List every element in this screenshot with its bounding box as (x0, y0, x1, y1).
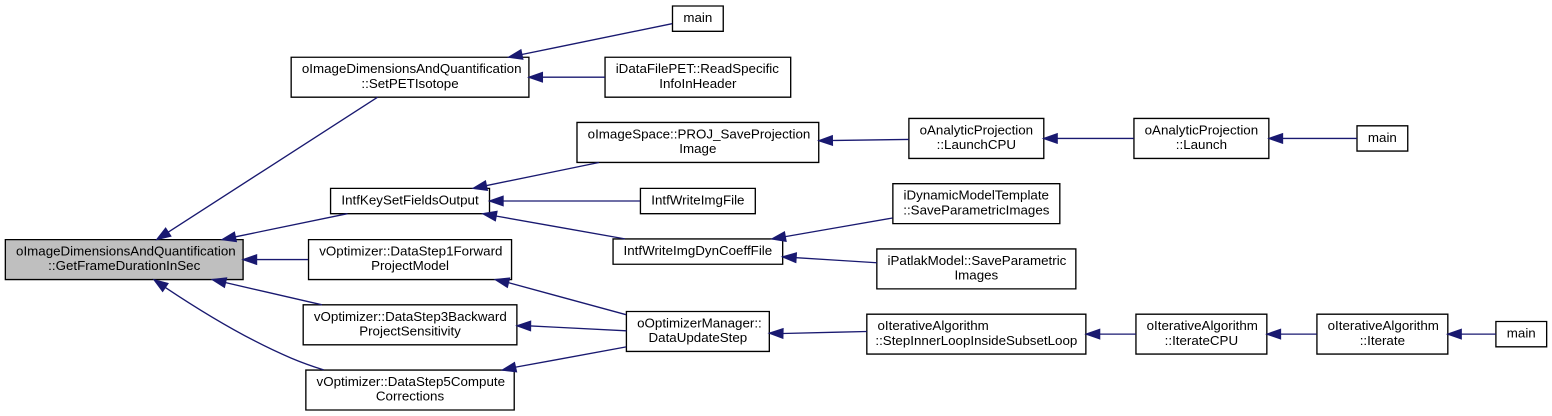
svg-text:oImageSpace::PROJ_SaveProjecti: oImageSpace::PROJ_SaveProjection (588, 126, 811, 141)
svg-text:oAnalyticProjection: oAnalyticProjection (1145, 122, 1259, 137)
svg-text:vOptimizer::DataStep3Backward: vOptimizer::DataStep3Backward (314, 309, 507, 324)
svg-text:iPatlakModel::SaveParametric: iPatlakModel::SaveParametric (888, 253, 1067, 268)
svg-text:main: main (1368, 130, 1397, 145)
svg-text:vOptimizer::DataStep5Compute: vOptimizer::DataStep5Compute (317, 374, 505, 389)
svg-text:::GetFrameDurationInSec: ::GetFrameDurationInSec (48, 258, 200, 273)
svg-text:::SetPETIsotope: ::SetPETIsotope (361, 76, 458, 91)
svg-text:iDynamicModelTemplate: iDynamicModelTemplate (904, 188, 1049, 203)
svg-text:::Launch: ::Launch (1176, 137, 1227, 152)
svg-text:Images: Images (954, 268, 998, 283)
svg-text:oImageDimensionsAndQuantificat: oImageDimensionsAndQuantification (16, 244, 236, 259)
svg-text:oImageDimensionsAndQuantificat: oImageDimensionsAndQuantification (302, 61, 522, 76)
svg-text:IntfWriteImgFile: IntfWriteImgFile (651, 192, 744, 207)
svg-text:IntfKeySetFieldsOutput: IntfKeySetFieldsOutput (341, 192, 479, 207)
svg-text:main: main (1507, 325, 1536, 340)
svg-text:::StepInnerLoopInsideSubsetLoo: ::StepInnerLoopInsideSubsetLoop (875, 333, 1077, 348)
svg-text:InfoInHeader: InfoInHeader (659, 76, 737, 91)
svg-text:ProjectSensitivity: ProjectSensitivity (359, 323, 461, 338)
svg-text:oIterativeAlgorithm: oIterativeAlgorithm (1147, 318, 1258, 333)
svg-text:Image: Image (679, 141, 716, 156)
svg-text:oIterativeAlgorithm: oIterativeAlgorithm (1328, 318, 1439, 333)
svg-text:iDataFilePET::ReadSpecific: iDataFilePET::ReadSpecific (616, 61, 780, 76)
svg-text:DataUpdateStep: DataUpdateStep (649, 330, 748, 345)
svg-text:ProjectModel: ProjectModel (371, 258, 449, 273)
svg-text:main: main (683, 10, 712, 25)
svg-text:oIterativeAlgorithm: oIterativeAlgorithm (878, 318, 989, 333)
svg-text:oAnalyticProjection: oAnalyticProjection (920, 122, 1034, 137)
svg-text:::SaveParametricImages: ::SaveParametricImages (903, 202, 1050, 217)
svg-text:Corrections: Corrections (376, 389, 445, 404)
svg-text:oOptimizerManager::: oOptimizerManager:: (637, 315, 762, 330)
svg-text:::LaunchCPU: ::LaunchCPU (937, 137, 1016, 152)
svg-text:vOptimizer::DataStep1Forward: vOptimizer::DataStep1Forward (319, 244, 502, 259)
svg-text:::Iterate: ::Iterate (1360, 333, 1405, 348)
svg-text:::IterateCPU: ::IterateCPU (1165, 333, 1238, 348)
svg-text:IntfWriteImgDynCoeffFile: IntfWriteImgDynCoeffFile (624, 243, 773, 258)
